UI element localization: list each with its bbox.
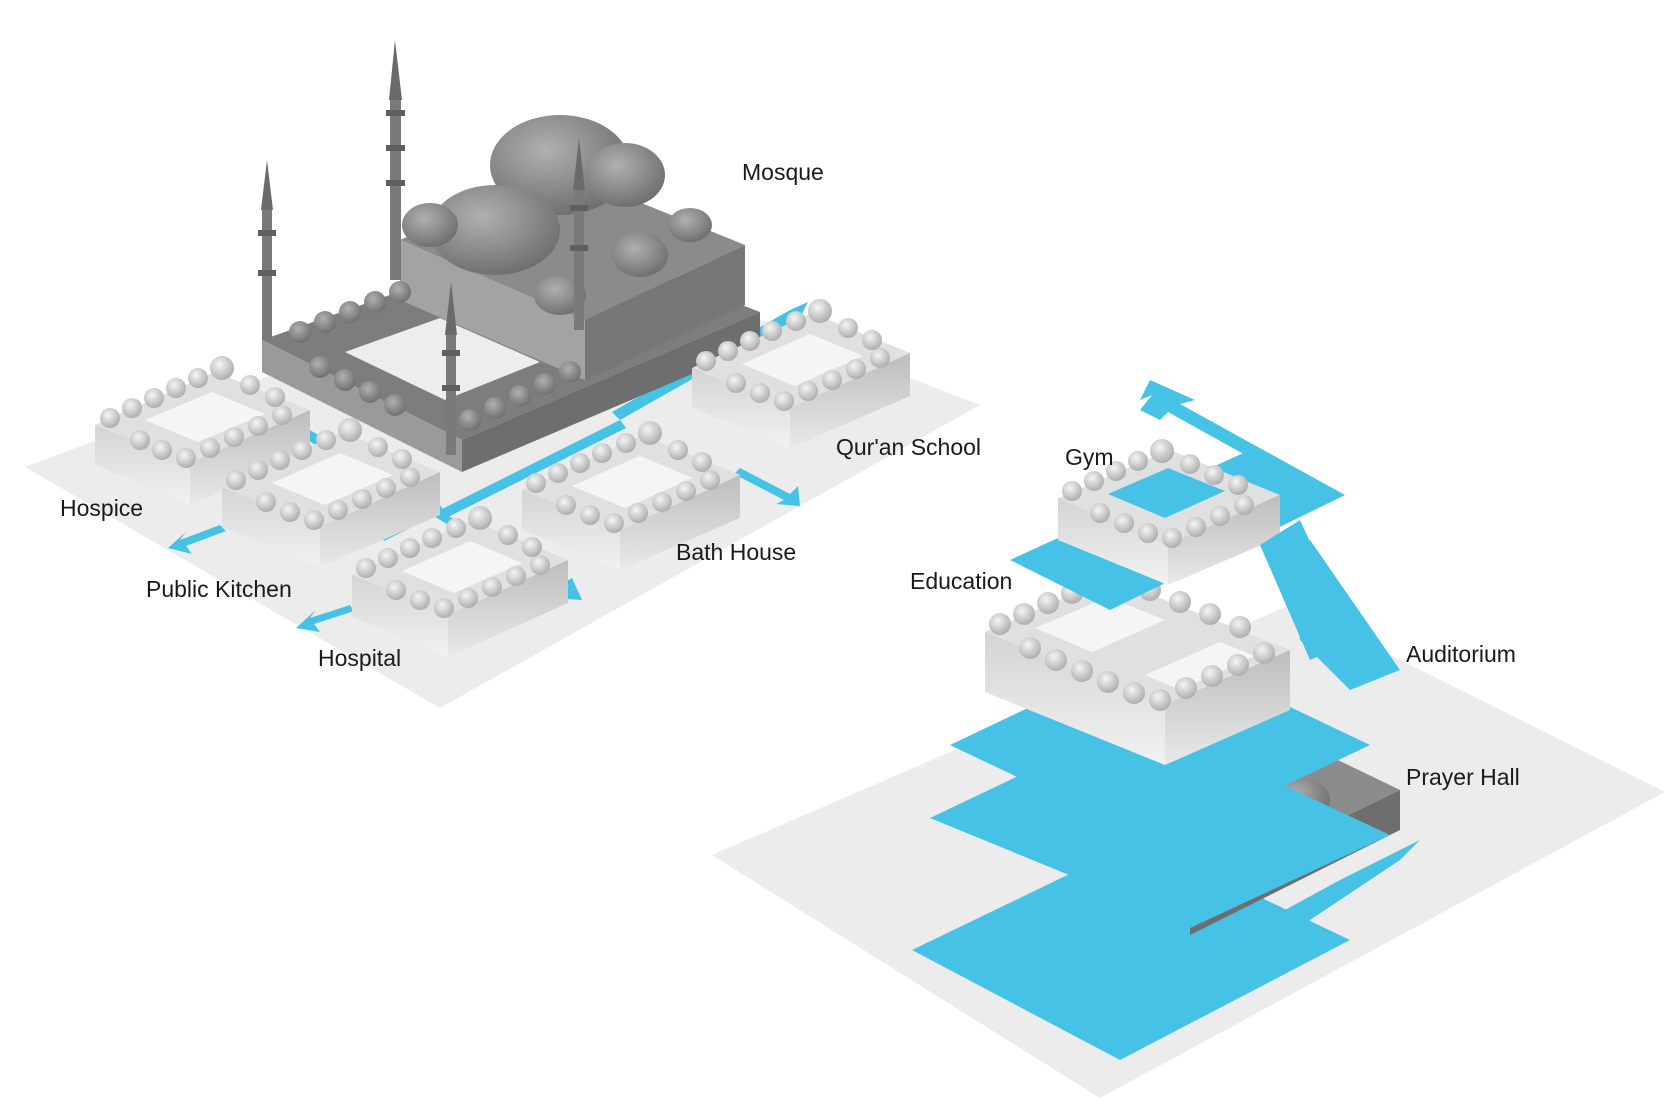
label-bath-house: Bath House xyxy=(676,539,796,565)
label-auditorium: Auditorium xyxy=(1406,641,1516,667)
minaret xyxy=(442,282,460,455)
right-stack xyxy=(712,380,1665,1098)
minaret xyxy=(386,40,405,280)
label-education: Education xyxy=(910,568,1012,594)
circulation-arrow-icon xyxy=(1140,380,1345,502)
label-gym: Gym xyxy=(1065,444,1114,470)
label-hospital: Hospital xyxy=(318,645,401,671)
public-kitchen-building xyxy=(222,418,440,567)
prayer-hall-ramp xyxy=(1120,840,1420,1018)
labels: Mosque Qur'an School Hospice Bath House … xyxy=(60,159,1520,790)
circulation-arrow-icon xyxy=(168,525,226,554)
hospital-building xyxy=(352,506,568,657)
left-complex xyxy=(25,40,980,708)
minaret xyxy=(258,160,276,340)
hospice-building xyxy=(95,356,310,505)
label-public-kitchen: Public Kitchen xyxy=(146,576,292,602)
label-quran-school: Qur'an School xyxy=(836,434,981,460)
circulation-arrow-icon xyxy=(440,420,626,518)
quran-school-building xyxy=(692,299,910,448)
gym-building xyxy=(1058,439,1280,585)
bath-house-building xyxy=(522,421,740,570)
minaret xyxy=(570,138,588,330)
circulation-arrow-icon xyxy=(296,605,354,632)
circulation-ramp xyxy=(1260,520,1355,660)
label-mosque: Mosque xyxy=(742,159,824,185)
label-hospice: Hospice xyxy=(60,495,143,521)
label-prayer-hall: Prayer Hall xyxy=(1406,764,1520,790)
circulation-arrow-icon xyxy=(734,468,800,506)
mosque-building xyxy=(258,40,760,472)
